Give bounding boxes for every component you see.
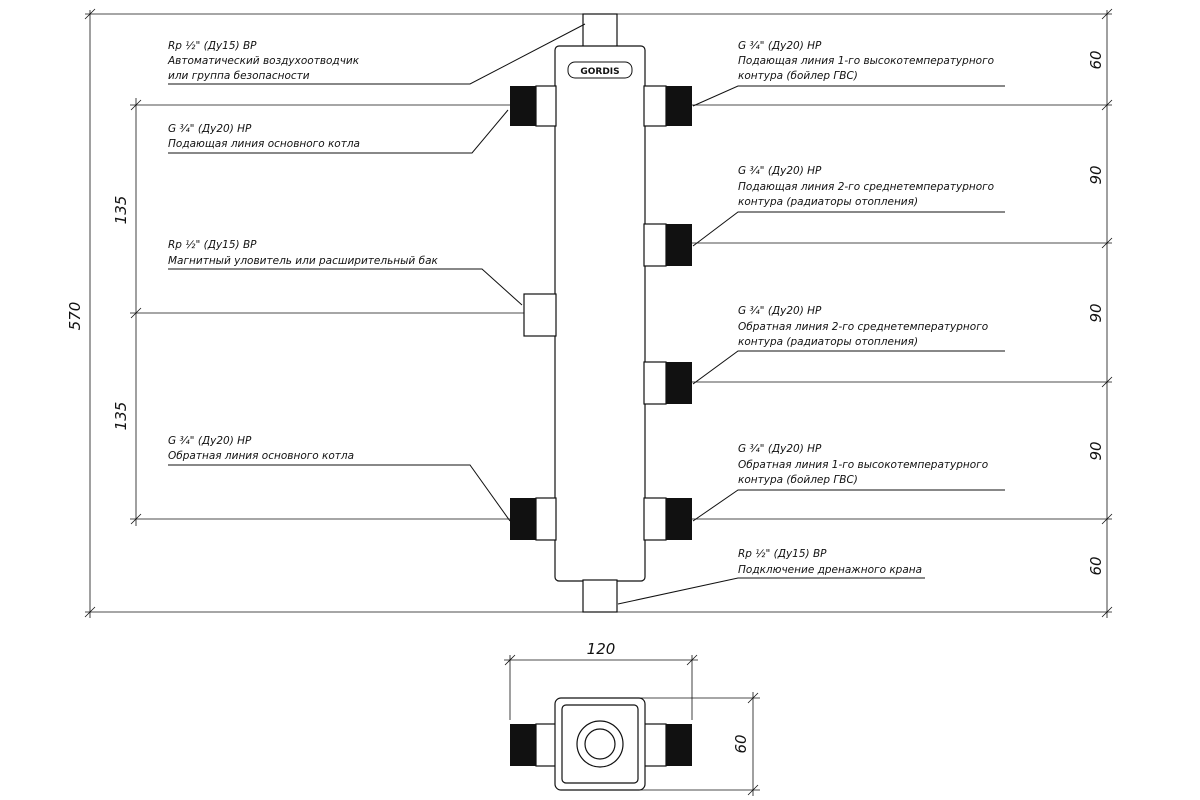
brand-logo-text: GORDIS [580, 67, 619, 77]
nozzle-magnet-trap [523, 293, 557, 337]
callout-main-supply-line-1: Подающая линия основного котла [168, 138, 360, 150]
callout-air-vent-title: Rp ½" (Ду15) ВР [168, 40, 257, 52]
bottom-outlet-nozzle [582, 579, 618, 613]
separator-front-view: GORDIS [510, 13, 692, 613]
callout-c2r-title: G ¾" (Ду20) НР [738, 305, 822, 317]
dim-right-top: 60 [1087, 50, 1105, 69]
dim-right-3: 90 [1087, 441, 1105, 460]
callout-main-return-line-1: Обратная линия основного котла [168, 450, 354, 462]
nozzle-circuit1-supply [643, 85, 692, 127]
nozzle-main-return [510, 497, 557, 541]
callout-c1r-line-1: Обратная линия 1-го высокотемпературного [738, 459, 988, 471]
callout-c1s-line-2: контура (бойлер ГВС) [738, 70, 858, 82]
callout-main-boiler-return: G ¾" (Ду20) НР Обратная линия основного … [168, 435, 511, 522]
callout-main-boiler-supply: G ¾" (Ду20) НР Подающая линия основного … [168, 109, 509, 154]
callout-drain-line-1: Подключение дренажного крана [738, 564, 922, 576]
dim-plan-depth: 60 [732, 734, 750, 753]
callout-air-vent-line-1: Автоматический воздухоотводчик [167, 55, 360, 67]
callout-air-vent: Rp ½" (Ду15) ВР Автоматический воздухоот… [167, 23, 586, 85]
callout-c2r-line-1: Обратная линия 2-го среднетемпературного [738, 321, 988, 333]
callout-c2r-line-2: контура (радиаторы отопления) [738, 336, 918, 348]
dim-left-lower: 135 [112, 402, 130, 431]
callout-main-supply-title: G ¾" (Ду20) НР [168, 123, 252, 135]
right-dimension-chain: 60 90 90 90 60 [690, 8, 1113, 618]
plan-left-thread [510, 724, 536, 766]
left-dimension-chain: 135 135 [112, 98, 524, 526]
callout-magnet-line-1: Магнитный уловитель или расширительный б… [168, 255, 438, 267]
callout-circuit2-return: G ¾" (Ду20) НР Обратная линия 2-го средн… [692, 305, 1005, 385]
callout-c1s-title: G ¾" (Ду20) НР [738, 40, 822, 52]
callout-circuit1-return: G ¾" (Ду20) НР Обратная линия 1-го высок… [692, 443, 1005, 522]
separator-column [554, 45, 646, 582]
callout-drain-title: Rp ½" (Ду15) ВР [738, 548, 827, 560]
dim-right-bottom: 60 [1087, 556, 1105, 575]
nozzle-circuit2-supply [643, 223, 692, 267]
dim-plan-width: 120 [587, 640, 616, 658]
plan-right-nozzle [643, 723, 667, 767]
dim-total-height: 570 [66, 302, 84, 331]
callout-c2s-line-2: контура (радиаторы отопления) [738, 196, 918, 208]
callout-c1s-line-1: Подающая линия 1-го высокотемпературного [738, 55, 994, 67]
dim-right-2: 90 [1087, 303, 1105, 322]
callout-magnet-trap: Rp ½" (Ду15) ВР Магнитный уловитель или … [168, 239, 523, 306]
dim-right-1: 90 [1087, 165, 1105, 184]
callout-c1r-line-2: контура (бойлер ГВС) [738, 474, 858, 486]
nozzle-circuit2-return [643, 361, 692, 405]
nozzle-main-supply [510, 85, 557, 127]
plan-right-thread [666, 724, 692, 766]
plan-outlet-inner [584, 728, 616, 760]
callout-air-vent-line-2: или группа безопасности [168, 70, 310, 82]
dim-left-upper: 135 [112, 196, 130, 225]
callout-magnet-title: Rp ½" (Ду15) ВР [168, 239, 257, 251]
brand-logo [567, 61, 633, 79]
separator-plan-view: 120 60 [504, 640, 760, 796]
callout-c2s-line-1: Подающая линия 2-го среднетемпературного [738, 181, 994, 193]
nozzle-circuit1-return [643, 497, 692, 541]
callout-main-return-title: G ¾" (Ду20) НР [168, 435, 252, 447]
callout-drain: Rp ½" (Ду15) ВР Подключение дренажного к… [617, 548, 925, 605]
callout-circuit2-supply: G ¾" (Ду20) НР Подающая линия 2-го средн… [692, 165, 1005, 247]
callout-c2s-title: G ¾" (Ду20) НР [738, 165, 822, 177]
callout-c1r-title: G ¾" (Ду20) НР [738, 443, 822, 455]
top-outlet-nozzle [582, 13, 618, 51]
callout-circuit1-supply: G ¾" (Ду20) НР Подающая линия 1-го высок… [692, 40, 1005, 107]
